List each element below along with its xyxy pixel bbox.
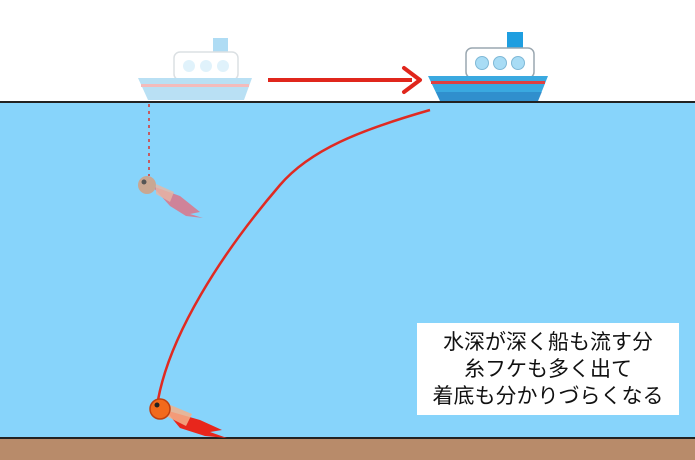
- seabed: [0, 438, 695, 460]
- caption-box: 水深が深く船も流す分 糸フケも多く出て 着底も分かりづらくなる: [417, 323, 679, 415]
- jig-icon: [149, 398, 227, 438]
- ship-icon-faded: [138, 38, 252, 100]
- ship-stripe: [431, 81, 545, 84]
- fishing-line-curved: [156, 108, 431, 401]
- jig-icon-faded: [138, 176, 203, 218]
- caption-line-3: 着底も分かりづらくなる: [432, 383, 664, 408]
- ship-icon: [428, 32, 548, 101]
- arrow-right-icon: [268, 66, 422, 94]
- sky: [0, 0, 695, 102]
- caption-line-2: 糸フケも多く出て: [464, 356, 632, 381]
- caption-line-1: 水深が深く船も流す分: [443, 329, 653, 354]
